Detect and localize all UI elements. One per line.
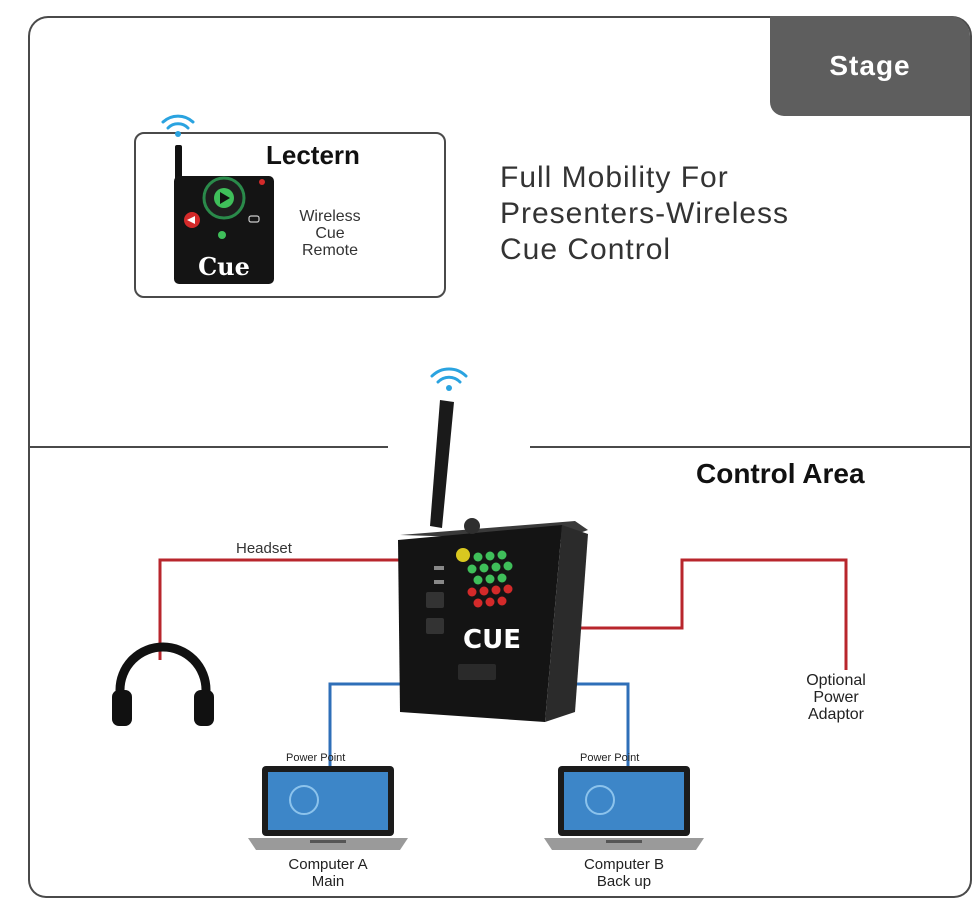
power-adaptor-line: Adaptor bbox=[807, 706, 865, 723]
wifi-icon bbox=[430, 367, 468, 391]
computer-b-app-label: Power Point bbox=[580, 752, 640, 764]
remote-label-line: Cue bbox=[315, 225, 345, 242]
data-cables bbox=[328, 682, 630, 766]
computer-a-caption: Computer A Main bbox=[248, 856, 408, 890]
stage-tab: Stage bbox=[770, 16, 970, 116]
control-area-frame bbox=[28, 446, 972, 898]
headline-line: Cue Control bbox=[500, 233, 672, 266]
remote-label-line: Wireless bbox=[299, 208, 361, 225]
computer-b-caption: Computer B Back up bbox=[544, 856, 704, 890]
device-brand-text: CUE bbox=[463, 625, 521, 655]
computer-a-caption-line: Computer A bbox=[288, 856, 368, 873]
headset-label: Headset bbox=[236, 540, 292, 557]
power-adaptor-line: Power bbox=[813, 689, 859, 706]
computer-a-app-label: Power Point bbox=[286, 752, 346, 764]
computer-b-caption-line: Back up bbox=[596, 873, 652, 890]
computer-b-cable bbox=[556, 682, 630, 766]
headset-cable bbox=[158, 558, 412, 660]
power-adaptor-line: Optional bbox=[806, 672, 866, 689]
headline-line: Presenters-Wireless bbox=[500, 197, 790, 230]
computer-a-caption-line: Main bbox=[311, 873, 345, 890]
cue-led-grid bbox=[467, 550, 513, 608]
area-divider-left bbox=[28, 446, 388, 448]
cue-receiver-device: CUE bbox=[398, 400, 588, 722]
wireless-cue-remote: Cue bbox=[174, 145, 274, 284]
laptop-icon bbox=[248, 766, 408, 850]
lectern-title: Lectern bbox=[266, 140, 360, 170]
wifi-icon bbox=[161, 114, 195, 137]
control-area-title: Control Area bbox=[696, 458, 865, 489]
stage-frame bbox=[28, 16, 972, 448]
power-adaptor-cable bbox=[565, 558, 848, 670]
wireless-remote-label: Wireless Cue Remote bbox=[280, 208, 380, 259]
area-divider-right bbox=[530, 446, 970, 448]
power-adaptor-label: Optional Power Adaptor bbox=[776, 672, 896, 723]
remote-label-line: Remote bbox=[301, 242, 359, 259]
headline: Full Mobility For Presenters-Wireless Cu… bbox=[500, 160, 789, 268]
computer-a-cable bbox=[328, 682, 405, 766]
headset-icon bbox=[112, 642, 214, 726]
computer-b-caption-line: Computer B bbox=[583, 856, 665, 873]
headline-line: Full Mobility For bbox=[500, 161, 729, 194]
remote-brand-text: Cue bbox=[198, 252, 250, 281]
laptop-icon bbox=[544, 766, 704, 850]
